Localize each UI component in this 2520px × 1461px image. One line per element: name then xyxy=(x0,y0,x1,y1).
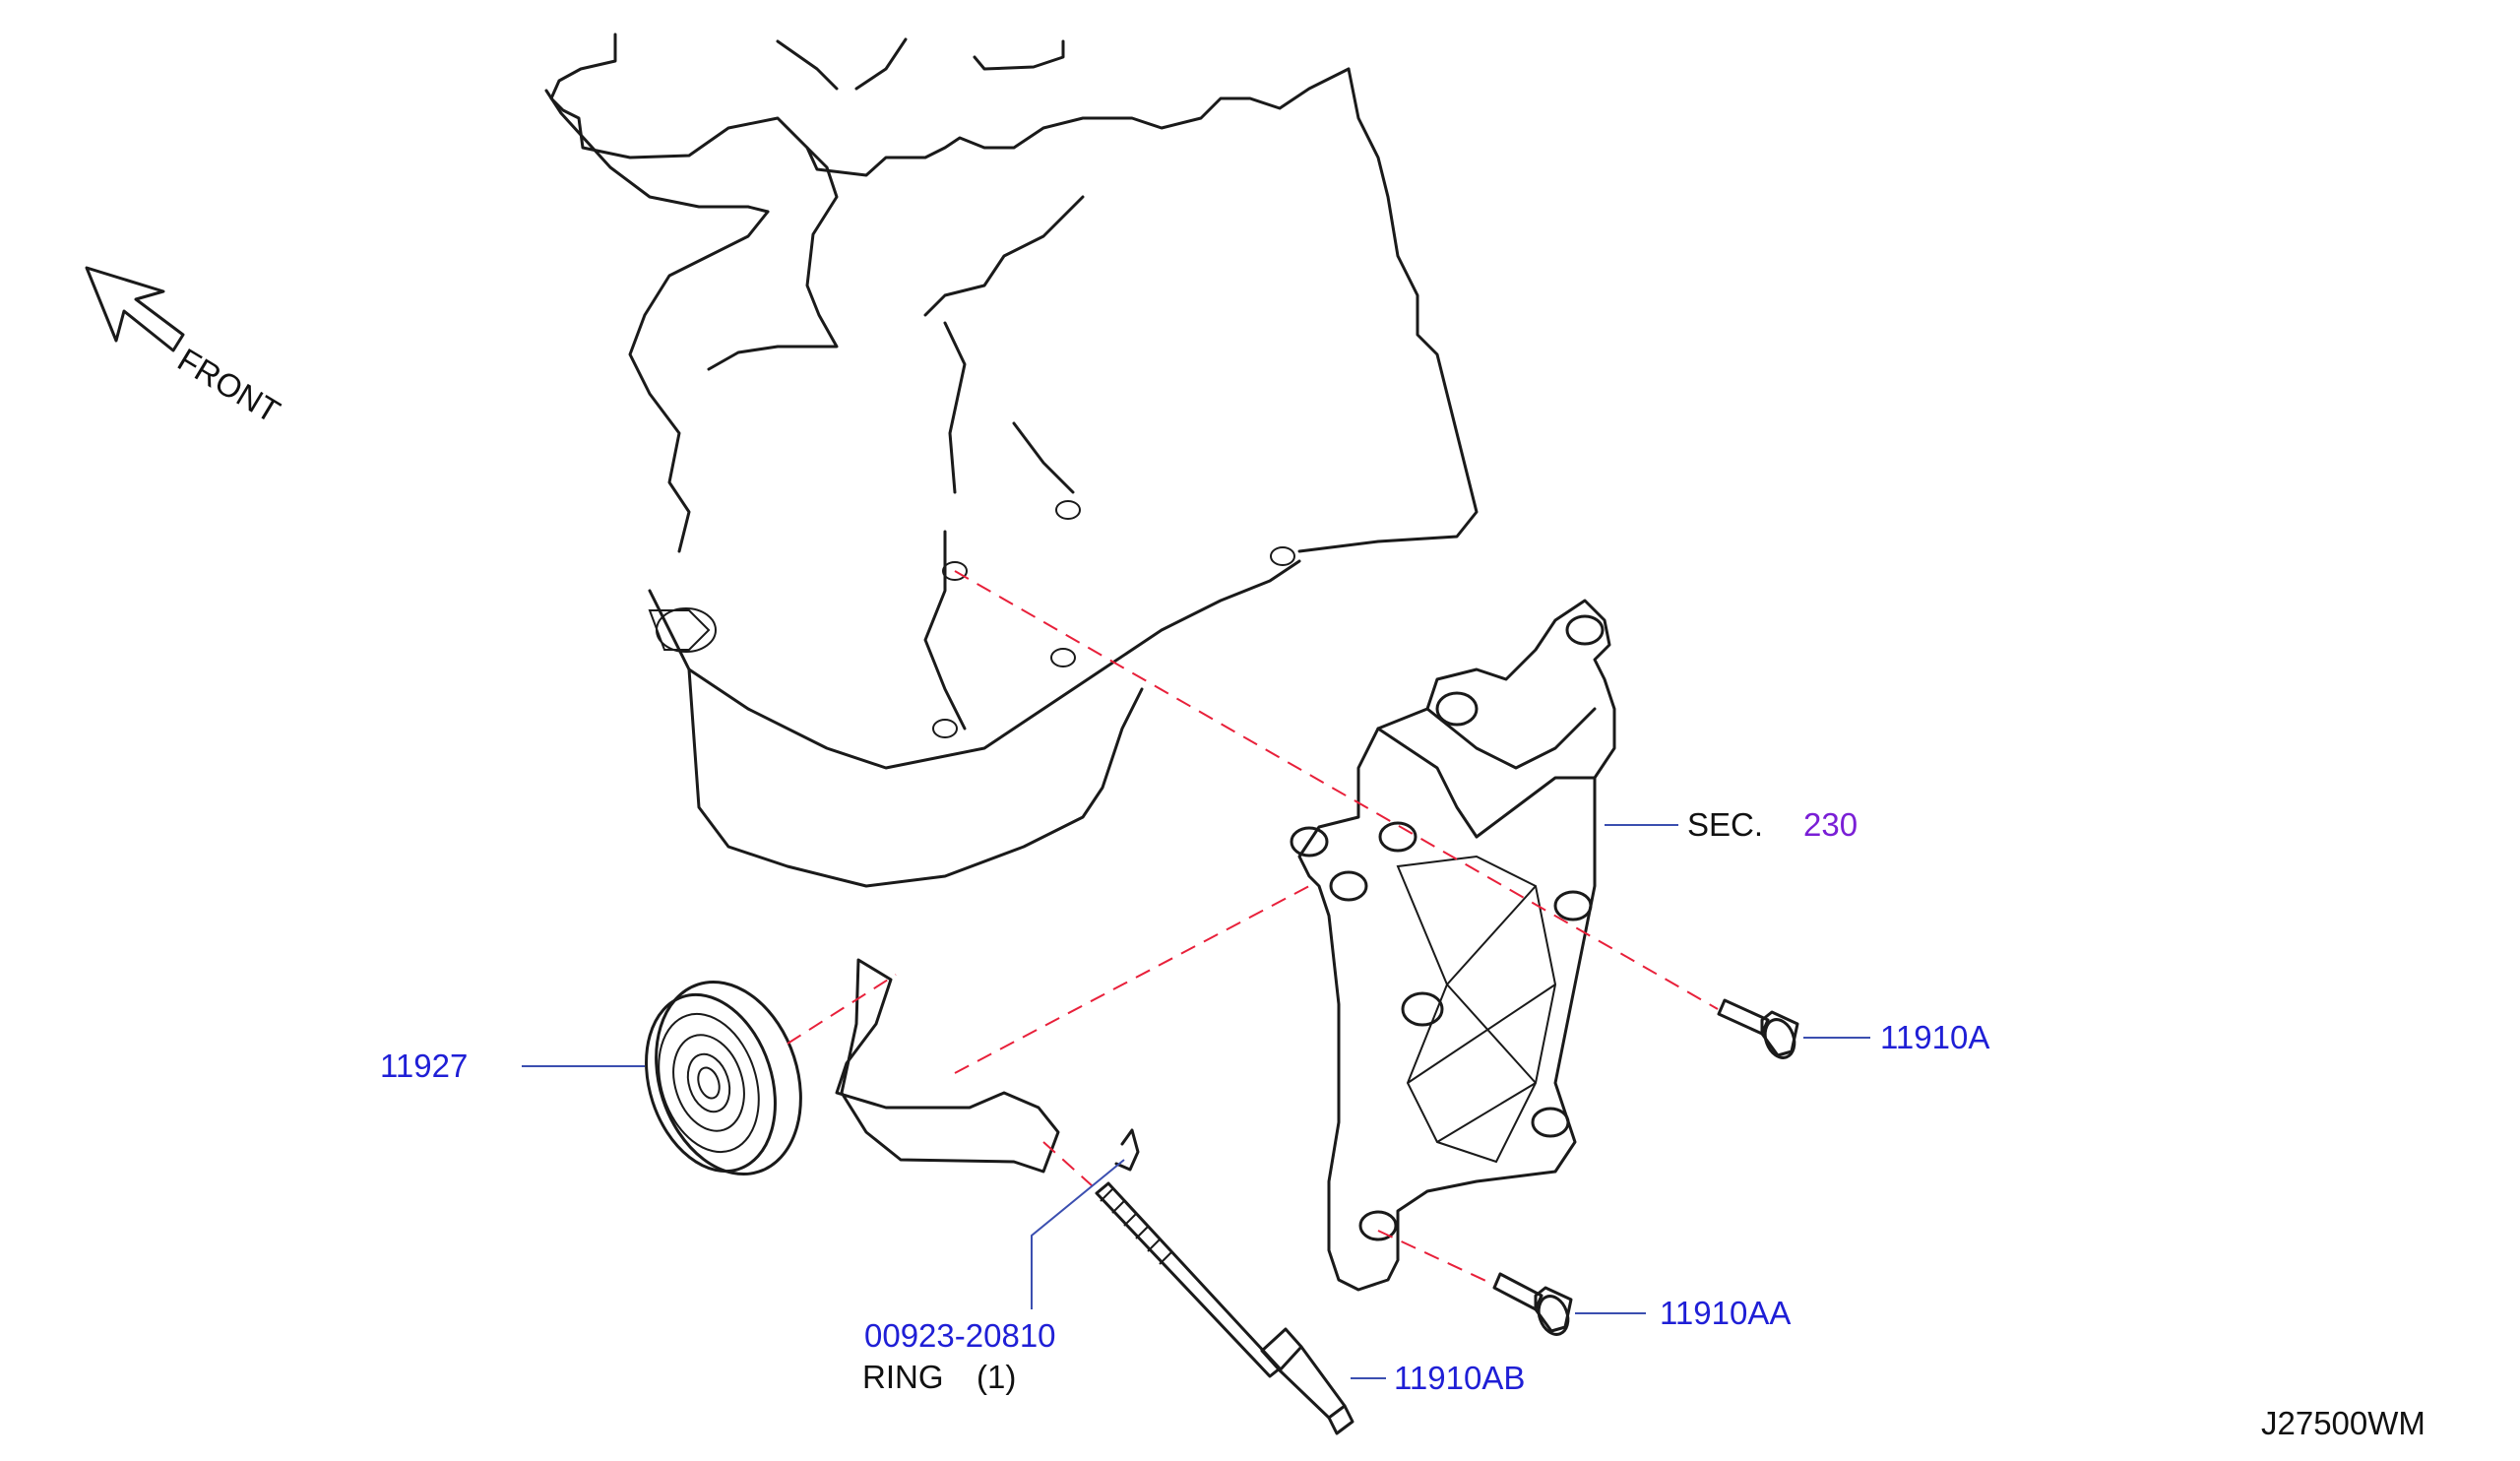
front-arrow-icon xyxy=(85,266,185,352)
mounting-bracket xyxy=(1290,599,1616,1292)
idler-pulley xyxy=(645,980,802,1176)
drawing-code-label: J27500WM xyxy=(2261,1405,2426,1441)
part-number-11910ab[interactable]: 11910AB xyxy=(1394,1360,1525,1396)
part-number-00923-20810[interactable]: 00923-20810 xyxy=(864,1317,1056,1354)
leader-lines xyxy=(522,824,1870,1379)
ring-clip xyxy=(1114,1128,1140,1172)
part-number-11910aa[interactable]: 11910AA xyxy=(1660,1295,1791,1331)
engine-block-outline xyxy=(544,32,1479,888)
part-number-11927[interactable]: 11927 xyxy=(380,1048,468,1084)
bolt-a xyxy=(1717,998,1799,1059)
center-lines xyxy=(787,570,1719,1286)
part-number-11910a[interactable]: 11910A xyxy=(1880,1019,1989,1055)
sec-prefix-label: SEC. xyxy=(1687,806,1763,843)
sec-number-link[interactable]: 230 xyxy=(1803,806,1858,843)
front-label: FRONT xyxy=(171,341,285,429)
ring-quantity-label: (1) xyxy=(976,1359,1016,1395)
guide-plate xyxy=(835,958,1060,1174)
bolt-aa xyxy=(1492,1272,1573,1336)
stud-bolt xyxy=(1095,1181,1354,1435)
ring-name-label: RING xyxy=(862,1359,944,1395)
